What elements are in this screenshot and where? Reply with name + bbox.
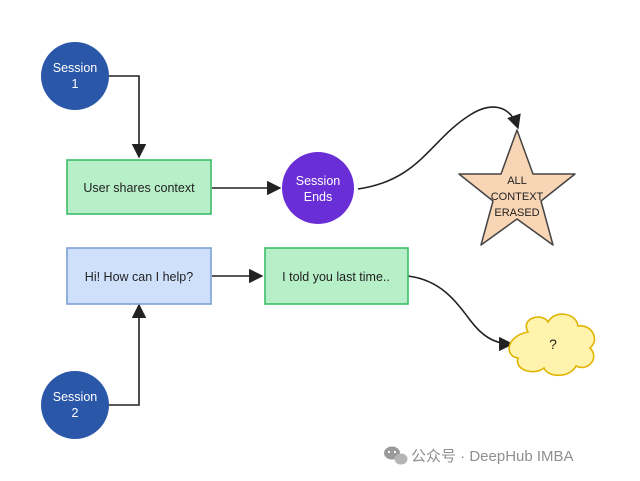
watermark-text: 公众号 · DeepHub IMBA — [411, 448, 574, 465]
user-shares-context-label: User shares context — [83, 181, 195, 195]
user-shares-context-node: User shares context — [66, 159, 212, 215]
star-shape — [458, 129, 576, 246]
connector-session-ends-to-erased — [357, 106, 521, 190]
context-erased-star-node: ALL CONTEXT ERASED — [458, 129, 576, 246]
question-label: ? — [549, 336, 557, 352]
session-2-label-line2: 2 — [72, 406, 79, 420]
session-1-label-line1: Session — [53, 61, 98, 75]
erased-label-line1: ALL — [507, 175, 527, 187]
connector-session1-to-user-shares — [108, 75, 147, 159]
session-1-label-line2: 1 — [72, 77, 79, 91]
cloud-shape — [508, 313, 596, 377]
erased-label-line3: ERASED — [494, 207, 539, 219]
question-cloud-node: ? — [508, 313, 596, 377]
session-2-node: Session 2 — [41, 371, 109, 439]
watermark: 公众号 · DeepHub IMBA — [384, 446, 574, 465]
session-ends-label-line2: Ends — [304, 190, 333, 204]
hi-how-can-i-help-node: Hi! How can I help? — [66, 247, 212, 305]
erased-label-line2: CONTEXT — [491, 191, 544, 203]
hi-how-can-i-help-label: Hi! How can I help? — [85, 270, 193, 284]
connector-session2-to-hi-help — [108, 303, 147, 406]
session-ends-node: Session Ends — [282, 152, 354, 224]
i-told-you-label: I told you last time.. — [282, 270, 390, 284]
i-told-you-node: I told you last time.. — [264, 247, 409, 305]
session-ends-label-line1: Session — [296, 174, 341, 188]
wechat-icon — [384, 446, 408, 465]
session-2-label-line1: Session — [53, 390, 98, 404]
session-1-node: Session 1 — [41, 42, 109, 110]
connector-told-you-to-question — [407, 275, 514, 352]
